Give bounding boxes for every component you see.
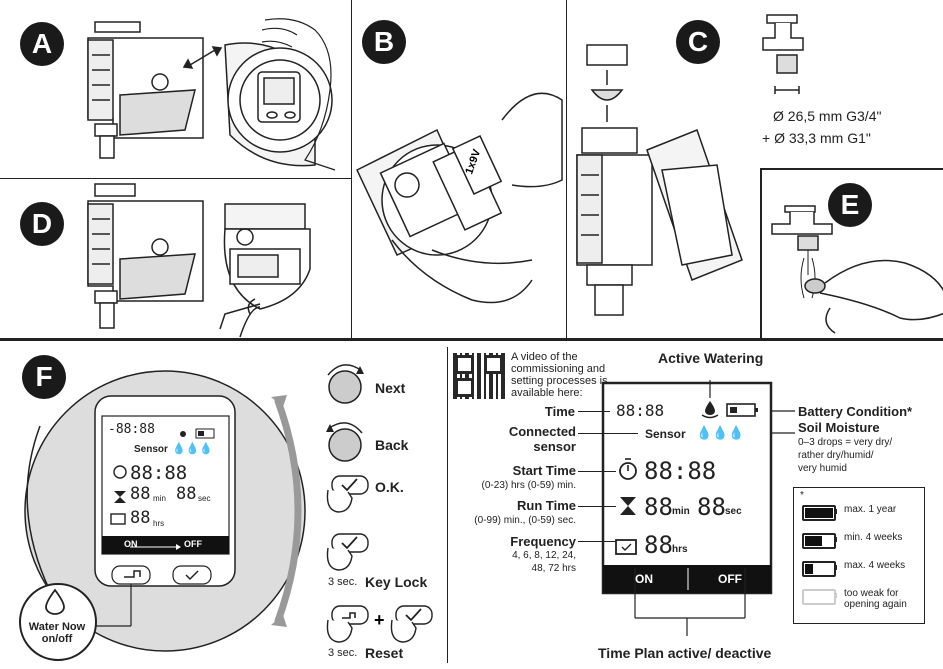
device-lcd-sec-unit: sec <box>198 494 211 503</box>
label-frequency: Frequency <box>510 534 576 549</box>
line-start <box>578 471 616 472</box>
label-start-time: Start Time <box>512 463 576 478</box>
dimension-g34: Ø 26,5 mm G3/4" <box>773 108 882 124</box>
battery-icon <box>802 561 836 577</box>
keylock-button-icon <box>326 533 369 571</box>
badge-e: E <box>828 183 872 227</box>
panel-d <box>0 179 352 338</box>
water-drop-icon <box>45 588 65 615</box>
device-lcd-min-unit: min <box>153 494 166 503</box>
panel-b-illustration: 1x9V <box>356 92 563 304</box>
label-start-time-sub: (0-23) hrs (0-59) min. <box>481 480 576 491</box>
panel-e-illustration <box>771 205 943 334</box>
label-soil-sub2: rather dry/humid/ <box>798 450 874 461</box>
vertical-divider <box>447 347 448 663</box>
label-run-time: Run Time <box>517 498 576 513</box>
qr-code <box>453 353 505 399</box>
panel-b <box>352 0 567 338</box>
lcd-sensor: Sensor <box>645 427 686 441</box>
lcd-sec-unit: sec <box>725 506 742 517</box>
legend-label: min. 4 weeks <box>844 532 903 543</box>
lcd-time: 88:88 <box>616 401 665 420</box>
label-soil-sub1: 0–3 drops = very dry/ <box>798 437 893 448</box>
line-freq <box>578 541 616 542</box>
device-lcd-off: OFF <box>184 539 202 549</box>
panel-d-illustration <box>87 183 311 338</box>
qr-text: A video of the commissioning and setting… <box>511 351 608 399</box>
keylock-label: Key Lock <box>365 574 428 590</box>
label-active-watering: Active Watering <box>658 350 764 366</box>
badge-f: F <box>22 355 66 399</box>
badge-a: A <box>20 22 64 66</box>
battery-icon <box>802 505 836 521</box>
ok-button-icon <box>326 475 369 513</box>
legend-row: max. 4 weeks <box>800 558 920 584</box>
device-lcd-run-min: 88 <box>130 484 151 504</box>
lcd-start: 88:88 <box>644 457 717 485</box>
next-button-icon <box>327 364 364 404</box>
label-time: Time <box>544 404 575 419</box>
label-connected-sensor: Connected sensor <box>508 424 576 454</box>
legend-row: max. 1 year <box>800 502 920 528</box>
label-soil-sub3: very humid <box>798 463 847 474</box>
legend-row: too weak for opening again <box>800 586 920 612</box>
lcd-hrs-unit: hrs <box>672 544 688 555</box>
lcd-drops: 💧💧💧 <box>696 425 745 440</box>
device-lcd-hrs-unit: hrs <box>153 519 165 528</box>
panel-e <box>760 168 943 340</box>
legend-asterisk: * <box>800 490 804 501</box>
device-lcd-freq: 88 <box>130 508 151 528</box>
device-lcd-time: -88:88 <box>108 422 155 437</box>
device-outline <box>24 370 306 652</box>
panel-a <box>0 0 352 179</box>
battery-icon <box>802 533 836 549</box>
line-run <box>578 506 616 507</box>
badge-c: C <box>676 20 720 64</box>
reset-label: Reset <box>365 645 404 661</box>
ok-label: O.K. <box>375 479 404 495</box>
device-lcd-drops: 💧💧💧 <box>172 443 214 455</box>
device-lcd-sensor: Sensor <box>134 444 168 455</box>
water-now-label: Water Now on/off <box>28 621 86 645</box>
svg-text:+: + <box>374 610 385 630</box>
device-lcd-start: 88:88 <box>130 462 188 484</box>
battery-icon <box>802 589 836 605</box>
lcd-run-sec: 88 <box>697 493 726 521</box>
legend-label: max. 4 weeks <box>844 560 906 571</box>
keylock-prefix: 3 sec. <box>328 576 358 588</box>
badge-b: B <box>362 20 406 64</box>
horizontal-divider <box>0 338 943 341</box>
badge-d: D <box>20 202 64 246</box>
label-time-plan: Time Plan active/ deactive <box>598 645 772 661</box>
battery-legend: * max. 1 year min. 4 weeks max. 4 weeks too… <box>793 487 925 624</box>
label-battery-condition: Battery Condition* <box>798 404 913 419</box>
diagram-lcd <box>601 380 795 636</box>
label-frequency-sub2: 48, 72 hrs <box>531 563 576 574</box>
reset-prefix: 3 sec. <box>328 647 358 659</box>
lcd-min-unit: min <box>672 506 690 517</box>
dimension-g1: + Ø 33,3 mm G1" <box>762 130 871 146</box>
next-label: Next <box>375 380 406 396</box>
panel-a-illustration <box>87 18 336 171</box>
legend-label: max. 1 year <box>844 504 897 515</box>
back-label: Back <box>375 437 409 453</box>
legend-row: min. 4 weeks <box>800 530 920 556</box>
line-sensor <box>578 433 638 434</box>
line-time <box>578 411 610 412</box>
panel-c-illustration <box>576 14 804 316</box>
lcd-off: OFF <box>718 572 742 586</box>
lcd-freq: 88 <box>644 531 673 559</box>
label-run-time-sub: (0-99) min., (0-59) sec. <box>474 515 576 526</box>
device-lcd-run-sec: 88 <box>176 484 197 504</box>
device-lcd-on: ON <box>124 539 138 549</box>
legend-label: too weak for opening again <box>844 588 907 610</box>
lcd-run-min: 88 <box>644 493 673 521</box>
label-soil-moisture: Soil Moisture <box>798 420 880 435</box>
reset-buttons-icon: + <box>326 605 433 643</box>
lcd-on: ON <box>635 572 653 586</box>
label-frequency-sub1: 4, 6, 8, 12, 24, <box>512 550 576 561</box>
back-button-icon <box>326 422 363 462</box>
